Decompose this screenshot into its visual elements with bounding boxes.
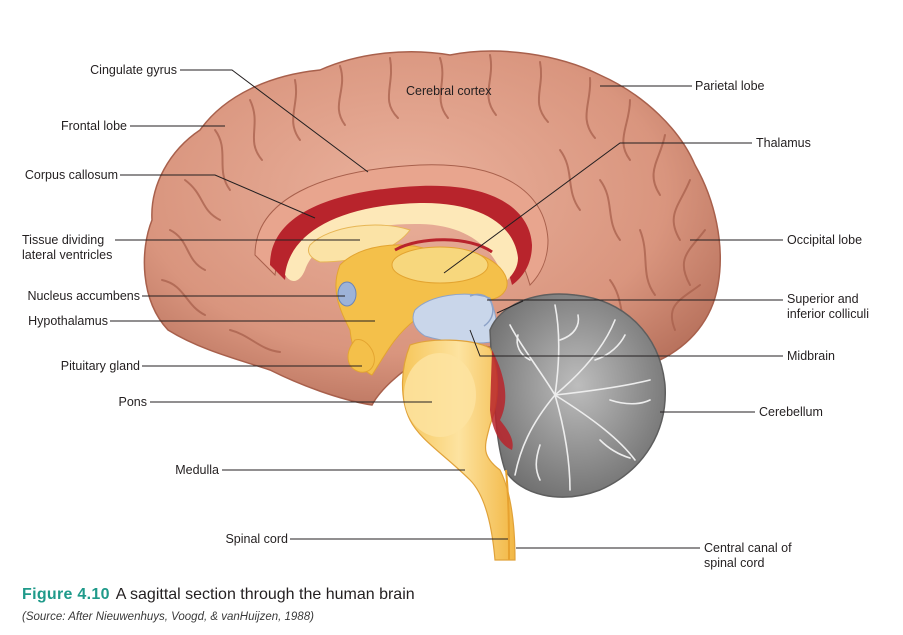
fourth-ventricle xyxy=(490,350,513,450)
label-occipital-lobe: Occipital lobe xyxy=(787,233,862,247)
label-corpus-callosum: Corpus callosum xyxy=(25,168,118,182)
figure-title: A sagittal section through the human bra… xyxy=(115,586,415,603)
label-cerebral-cortex: Cerebral cortex xyxy=(406,84,492,98)
label-central-canal-line1: Central canal of xyxy=(704,541,792,555)
corpus-callosum xyxy=(285,202,518,282)
label-tissue-dividing-line2: lateral ventricles xyxy=(22,248,112,262)
label-cerebellum: Cerebellum xyxy=(759,405,823,419)
label-thalamus: Thalamus xyxy=(756,136,811,150)
fornix xyxy=(394,238,493,254)
label-pituitary-gland: Pituitary gland xyxy=(61,359,140,373)
label-midbrain: Midbrain xyxy=(787,349,835,363)
label-colliculi-line2: inferior colliculi xyxy=(787,307,869,321)
cerebellum-shape xyxy=(489,293,666,498)
label-central-canal-line2: spinal cord xyxy=(704,556,764,570)
label-medulla: Medulla xyxy=(175,463,219,477)
figure-source: (Source: After Nieuwenhuys, Voogd, & van… xyxy=(22,611,314,623)
labels: Cingulate gyrus Cerebral cortex Parietal… xyxy=(22,63,869,570)
figure-number: Figure 4.10 xyxy=(22,586,110,603)
label-frontal-lobe: Frontal lobe xyxy=(61,119,127,133)
label-nucleus-accumbens: Nucleus accumbens xyxy=(27,289,140,303)
label-tissue-dividing-line1: Tissue dividing xyxy=(22,233,104,247)
label-colliculi-line1: Superior and xyxy=(787,292,859,306)
pons-bulge xyxy=(404,353,476,437)
central-canal xyxy=(505,469,510,561)
pituitary xyxy=(347,339,375,373)
colliculi-bumps xyxy=(469,293,494,327)
nucleus-accumbens-region xyxy=(337,281,357,307)
label-pons: Pons xyxy=(119,395,148,409)
label-cingulate-gyrus: Cingulate gyrus xyxy=(90,63,177,77)
leader-lines xyxy=(110,69,783,549)
thalamus xyxy=(391,246,489,284)
label-spinal-cord: Spinal cord xyxy=(225,532,288,546)
brain-diagram: Cingulate gyrus Cerebral cortex Parietal… xyxy=(22,50,869,570)
label-hypothalamus: Hypothalamus xyxy=(28,314,108,328)
figure-caption: Figure 4.10 A sagittal section through th… xyxy=(22,586,415,604)
label-parietal-lobe: Parietal lobe xyxy=(695,79,765,93)
